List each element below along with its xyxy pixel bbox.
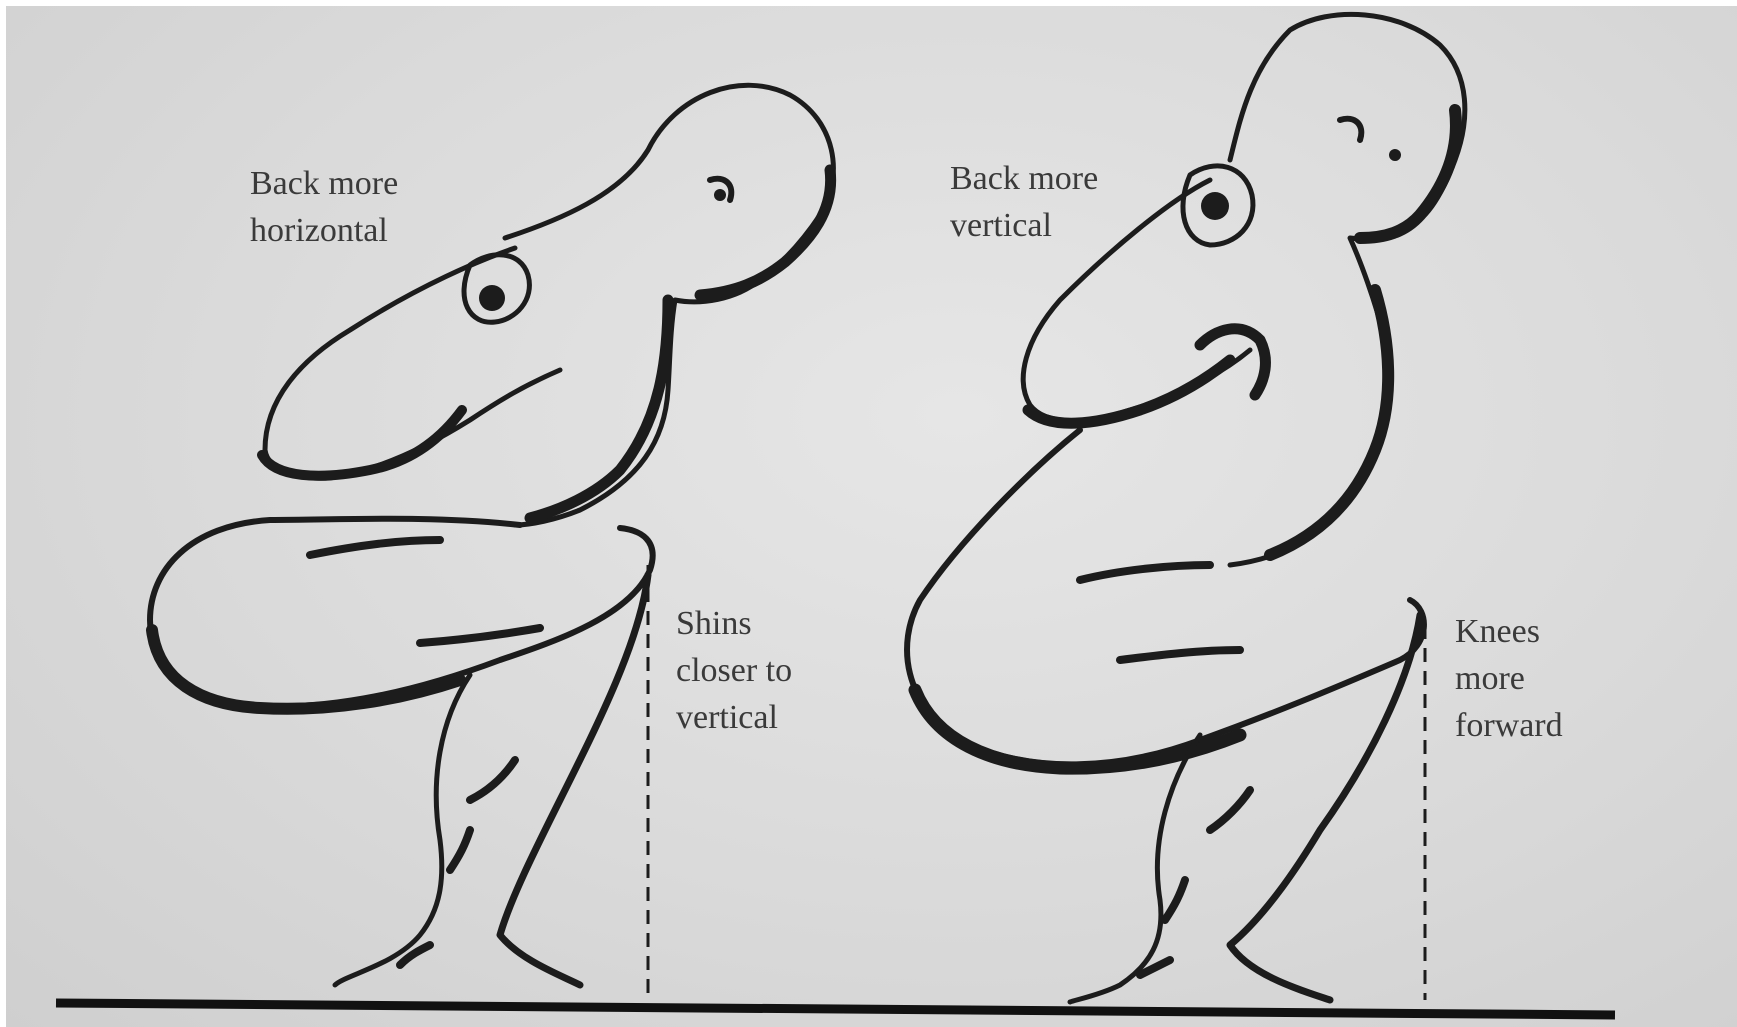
right-figure-calf (1070, 735, 1200, 1002)
label-line: Back more (250, 160, 398, 207)
right-figure-arm-shadow (1028, 329, 1265, 423)
label-back-more-horizontal: Back more horizontal (250, 160, 398, 254)
right-figure-bar-end (1201, 192, 1229, 220)
right-figure-chest-shadow (1270, 110, 1456, 555)
right-figure-ear (1340, 119, 1361, 140)
left-figure-thigh (150, 519, 653, 707)
floor-line (56, 1003, 1615, 1015)
label-line: Back more (950, 155, 1098, 202)
left-figure-calf (335, 675, 470, 985)
right-figure-shin (1230, 615, 1420, 1000)
label-line: vertical (950, 202, 1098, 249)
label-line: Shins (676, 600, 792, 647)
left-figure-eye (714, 189, 726, 201)
label-line: horizontal (250, 207, 398, 254)
right-figure-buttock-shadow (915, 690, 1240, 768)
left-figure-muscle-lines (310, 540, 540, 965)
left-figure-buttock-shadow (152, 630, 460, 709)
label-back-more-vertical: Back more vertical (950, 155, 1098, 249)
right-figure-thigh (907, 430, 1424, 764)
label-knees-more-forward: Knees more forward (1455, 608, 1563, 749)
left-figure-arm-shadow (262, 410, 462, 476)
left-figure-chest-shadow (530, 170, 831, 518)
right-figure-eye (1389, 149, 1401, 161)
label-shins-closer-to-vertical: Shins closer to vertical (676, 600, 792, 741)
label-line: Knees (1455, 608, 1563, 655)
right-figure-body-outline (1230, 14, 1465, 565)
label-line: vertical (676, 694, 792, 741)
label-line: forward (1455, 702, 1563, 749)
label-line: more (1455, 655, 1563, 702)
left-figure-arm (265, 248, 560, 478)
left-figure-bar-end (479, 285, 505, 311)
left-figure-shin (500, 575, 648, 985)
label-line: closer to (676, 647, 792, 694)
